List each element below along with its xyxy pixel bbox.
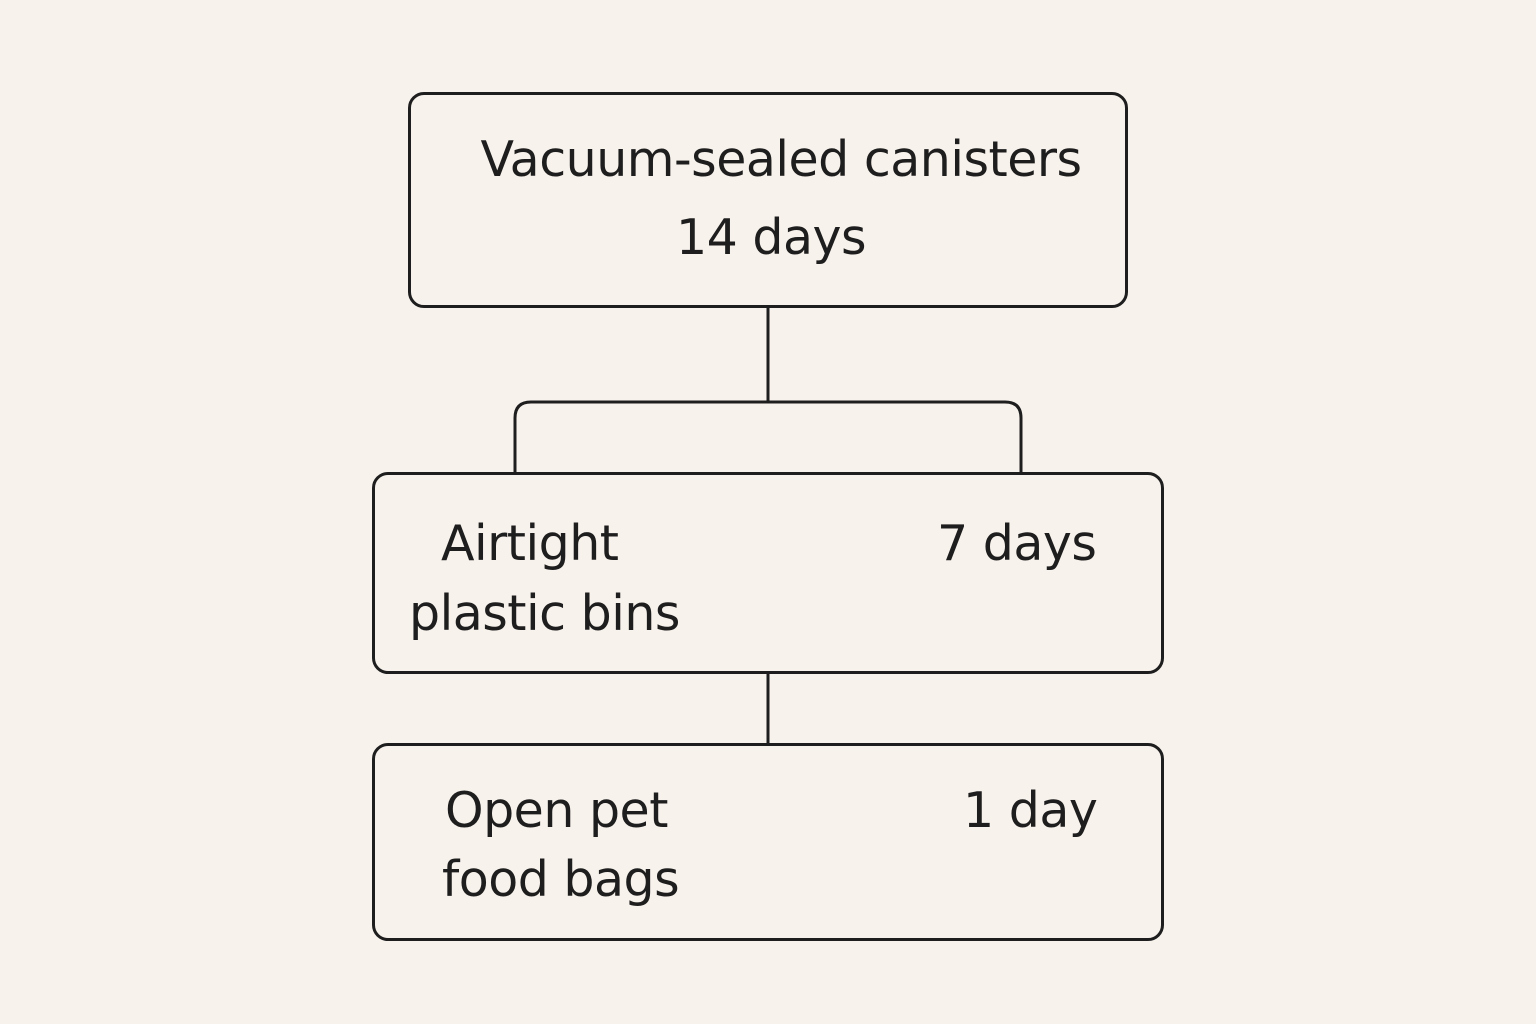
node-label-line-2: plastic bins xyxy=(409,585,680,642)
node-open-pet-food-bags: Open pet food bags 1 day xyxy=(372,743,1164,941)
connector-bracket xyxy=(513,400,1023,472)
node-vacuum-sealed-canisters: Vacuum-sealed canisters 14 days xyxy=(408,92,1128,308)
node-airtight-plastic-bins: Airtight plastic bins 7 days xyxy=(372,472,1164,674)
node-label: Vacuum-sealed canisters xyxy=(480,131,1082,188)
node-label-line-2: food bags xyxy=(442,851,680,908)
node-duration: 1 day xyxy=(963,782,1098,839)
node-label-line-1: Open pet xyxy=(445,782,668,839)
node-duration: 7 days xyxy=(937,515,1097,572)
node-duration: 14 days xyxy=(675,209,867,266)
node-label-line-1: Airtight xyxy=(441,515,619,572)
